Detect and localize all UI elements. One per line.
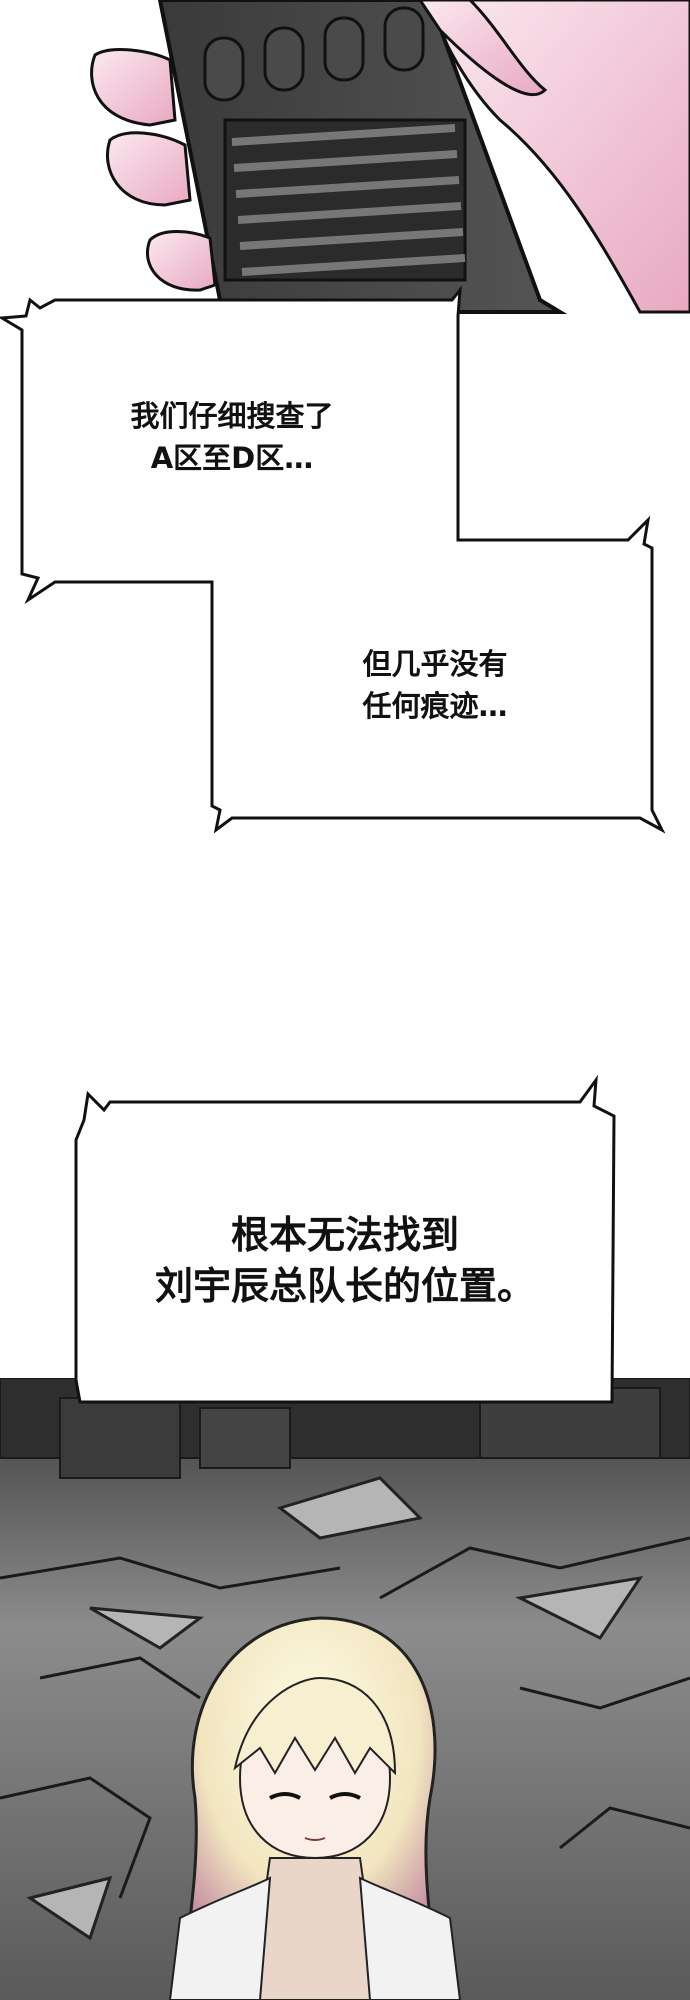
bubble-2-line-2: 任何痕迹… xyxy=(362,689,508,724)
radio-buttons xyxy=(203,6,425,102)
speech-bubble-1: 我们仔细搜查了 A区至D区… xyxy=(82,395,382,479)
bubble-1-line-1: 我们仔细搜查了 xyxy=(130,399,334,433)
girl-eyes xyxy=(269,1792,361,1800)
girl-bangs xyxy=(233,1676,397,1776)
thumb xyxy=(418,0,548,97)
hand-radio-illustration xyxy=(90,0,690,314)
bubble-3-line-1: 根本无法找到 xyxy=(230,1213,459,1257)
panel-hand-radio xyxy=(0,0,690,320)
speech-bubble-3: 根本无法找到 刘宇辰总队长的位置。 xyxy=(80,1210,610,1313)
fingers xyxy=(90,48,217,292)
bubble-3-line-2: 刘宇辰总队长的位置。 xyxy=(154,1264,535,1309)
panel-girl-ruins xyxy=(0,1378,690,2000)
girl-mouth xyxy=(304,1837,326,1841)
speech-bubble-3-shape xyxy=(74,1074,616,1404)
bubble-2-line-1: 但几乎没有 xyxy=(362,647,508,681)
speaker-grille xyxy=(223,118,467,282)
ruins-illustration xyxy=(0,1378,690,2000)
speech-bubble-1-shape xyxy=(0,285,666,834)
bubble-1-line-2: A区至D区… xyxy=(150,441,314,476)
speech-bubble-2: 但几乎没有 任何痕迹… xyxy=(315,643,555,727)
